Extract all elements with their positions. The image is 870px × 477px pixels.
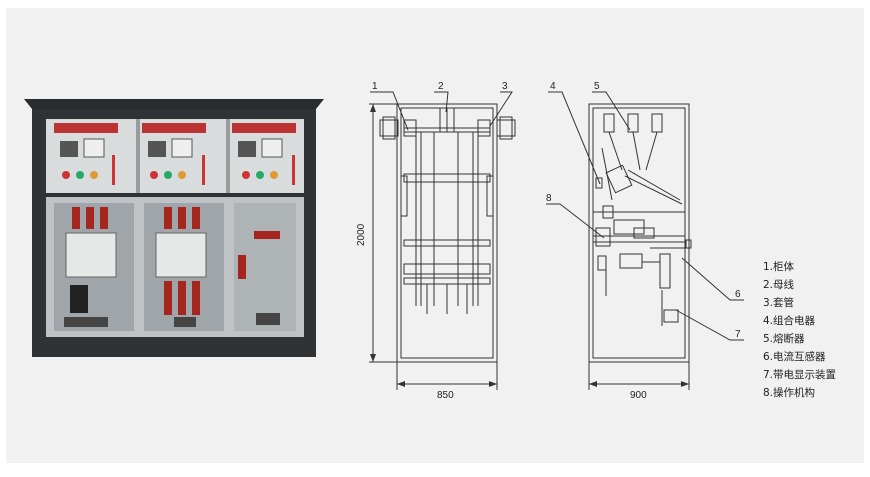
legend-item: 4.组合电器 <box>763 315 816 327</box>
side-width-dimension: 900 <box>630 390 647 401</box>
legend-item: 8.操作机构 <box>763 387 816 399</box>
legend-item: 1.柜体 <box>763 261 795 273</box>
callout-4: 4 <box>550 81 556 92</box>
legend-item: 5.熔断器 <box>763 333 805 345</box>
front-width-dimension: 850 <box>437 390 454 401</box>
callout-3: 3 <box>502 81 508 92</box>
callout-6: 6 <box>735 289 741 300</box>
legend-item: 6.电流互感器 <box>763 351 826 363</box>
legend-item: 3.套管 <box>763 297 795 309</box>
legend-item: 7.带电显示装置 <box>763 369 837 381</box>
callout-7: 7 <box>735 329 741 340</box>
callout-1: 1 <box>372 81 378 92</box>
callout-8: 8 <box>546 193 552 204</box>
callout-2: 2 <box>438 81 444 92</box>
height-dimension: 2000 <box>356 223 367 246</box>
legend-item: 2.母线 <box>763 279 795 291</box>
callout-5: 5 <box>594 81 600 92</box>
switchgear-photo <box>24 99 324 357</box>
legend: 1.柜体 2.母线 3.套管 4.组合电器 5.熔断器 6.电流互感器 7.带电… <box>763 258 836 402</box>
